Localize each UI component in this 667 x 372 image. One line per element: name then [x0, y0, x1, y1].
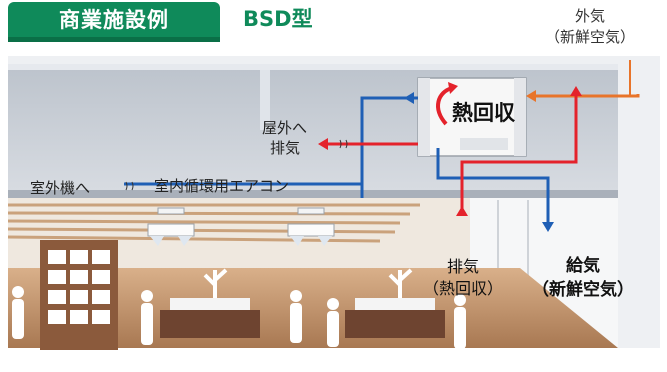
supply-label-line-2: （新鮮空気） — [532, 280, 634, 300]
airflow-squiggles — [125, 139, 348, 191]
outdoor-air-label: 外気 （新鮮空気） — [520, 6, 660, 48]
ceiling-slab — [8, 190, 618, 198]
category-tag: 商業施設例 — [8, 2, 220, 38]
wood-louvers — [7, 203, 420, 243]
display-shelf — [40, 240, 118, 350]
exhaust-label-line-2: （熱回収） — [422, 279, 503, 298]
supply-label: 給気 （新鮮空気） — [528, 254, 638, 302]
shoppers — [12, 286, 466, 349]
outdoor-air-line-1: 外気 — [574, 7, 605, 25]
outdoor-air-line-2: （新鮮空気） — [544, 28, 635, 46]
to-outdoor-unit-label: 室外機へ — [30, 179, 91, 197]
heat-recovery-unit — [417, 77, 527, 157]
category-tag-underline — [8, 37, 220, 42]
outdoor-exhaust-label-1: 屋外へ — [262, 119, 308, 137]
heat-recovery-label: 熱回収 — [452, 101, 515, 125]
indoor-ac-unit-left — [147, 207, 195, 246]
supply-label-line-1: 給気 — [566, 256, 600, 276]
outdoor-exhaust-label-2: 排気 — [270, 139, 301, 157]
exhaust-label-line-1: 排気 — [446, 257, 479, 276]
indoor-ac-unit-right — [287, 207, 335, 246]
display-table-left — [160, 268, 260, 338]
heat-recovery-arrow — [436, 86, 453, 126]
indoor-ac-label: 室内循環用エアコン — [154, 177, 290, 195]
supply-air-duct — [124, 96, 550, 228]
unit-type-title: BSD型 — [243, 7, 313, 31]
display-table-right — [345, 268, 445, 338]
exhaust-label: 排気 （熱回収） — [418, 256, 508, 300]
